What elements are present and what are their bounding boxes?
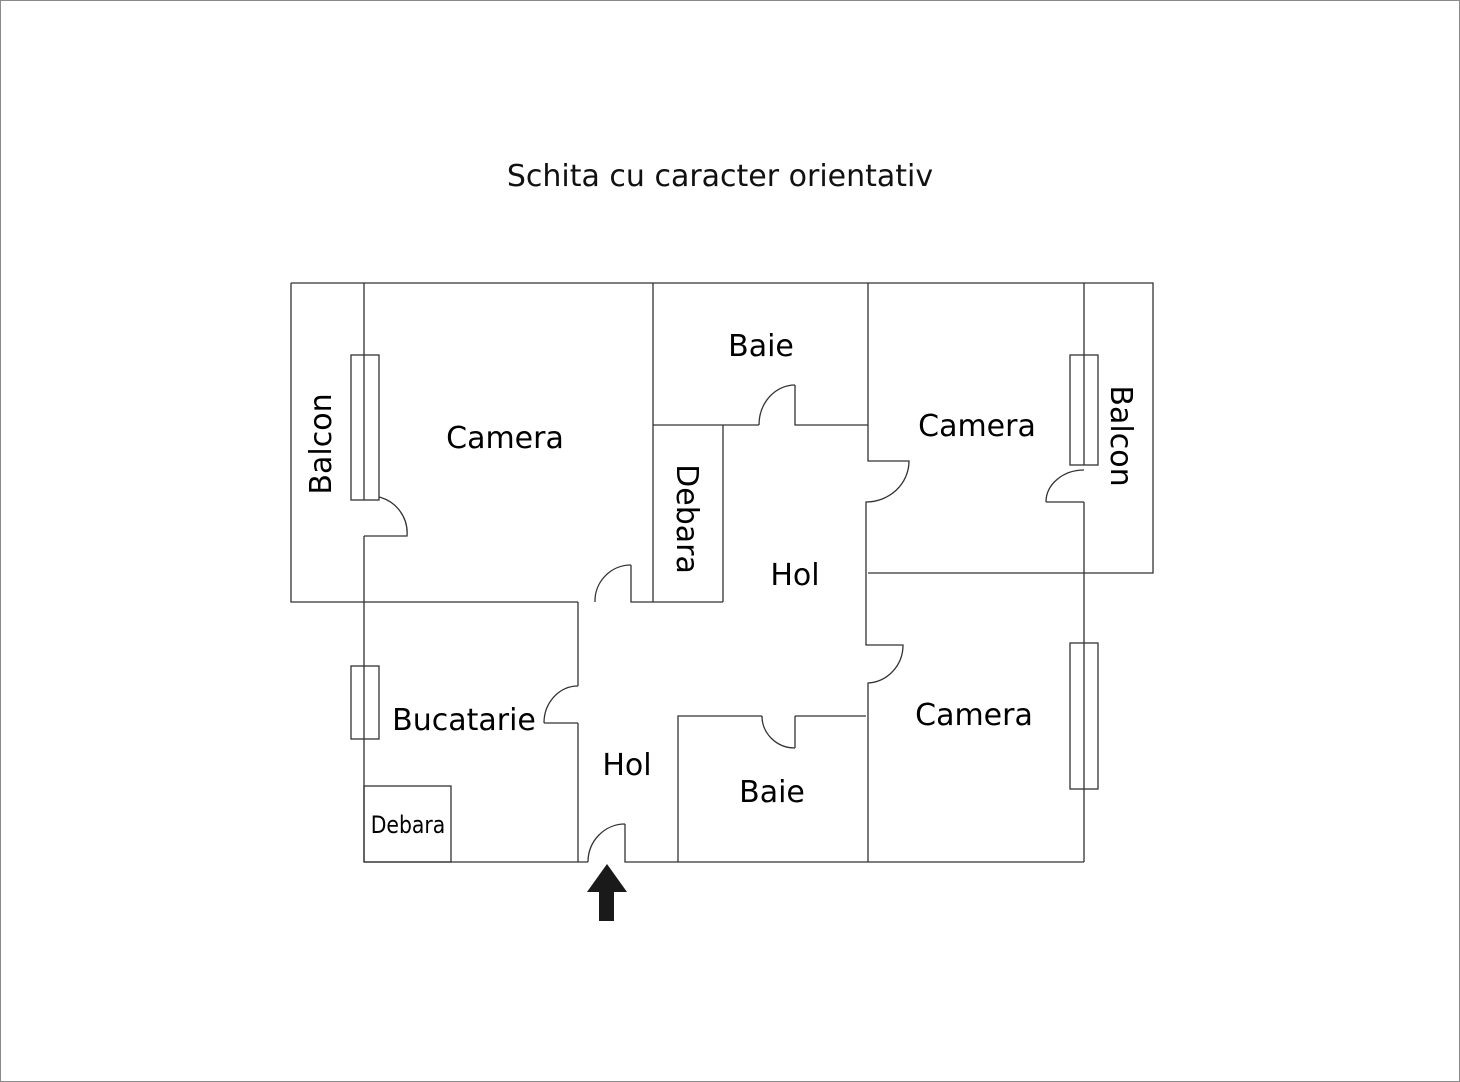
room-label-camera-top-left: Camera — [446, 421, 564, 456]
entrance-arrow-icon — [587, 864, 627, 921]
room-label-baie-top: Baie — [728, 329, 794, 364]
room-label-camera-bottom-right: Camera — [915, 698, 1033, 733]
room-label-bucatarie: Bucatarie — [392, 703, 536, 738]
room-label-hol-main: Hol — [770, 558, 819, 593]
room-label-debara-kitchen: Debara — [371, 811, 446, 839]
room-label-camera-top-right: Camera — [918, 409, 1036, 444]
room-label-balcon-left: Balcon — [304, 393, 339, 494]
room-label-baie-bottom: Baie — [739, 775, 805, 810]
room-label-balcon-right: Balcon — [1103, 385, 1138, 486]
walls — [290, 282, 1154, 863]
room-label-hol-entry: Hol — [602, 748, 651, 783]
room-label-debara-mid: Debara — [669, 464, 704, 574]
plan-title: Schita cu caracter orientativ — [506, 159, 934, 194]
